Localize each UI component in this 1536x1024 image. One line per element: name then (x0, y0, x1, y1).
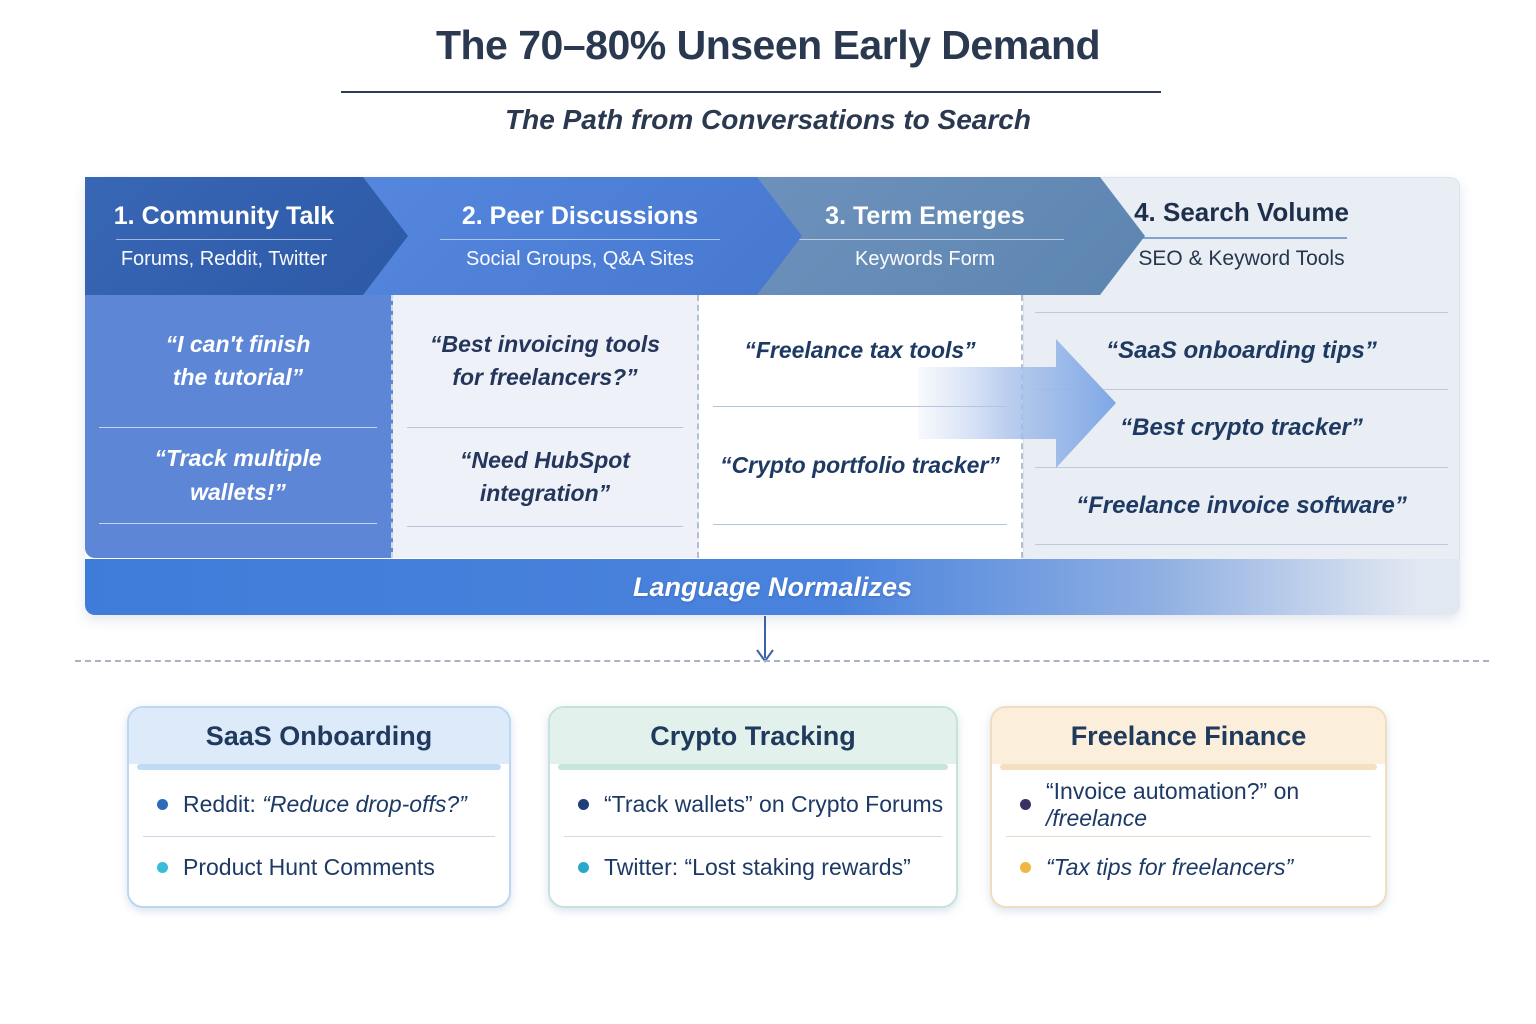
quote-best-crypto-tracker: “Best crypto tracker” (1035, 390, 1448, 468)
row-separator (1006, 835, 1371, 837)
card-freelance-stripe (1000, 764, 1377, 770)
page-title: The 70–80% Unseen Early Demand (435, 22, 1101, 68)
bullet-dot (578, 861, 589, 873)
quote-freelance-invoice-software: “Freelance invoice software” (1035, 468, 1448, 545)
quote-freelance-tax-tools: “Freelance tax tools” (713, 295, 1007, 407)
stage3-title-rule (786, 239, 1064, 240)
card-crypto-body: “Track wallets” on Crypto Forums Twitter… (550, 770, 956, 906)
list-item: “Track wallets” on Crypto Forums (550, 774, 956, 836)
quote-need-hubspot-integration: “Need HubSpot integration” (407, 428, 683, 527)
quote-saas-onboarding-tips: “SaaS onboarding tips” (1035, 313, 1448, 391)
list-item: Product Hunt Comments (129, 837, 509, 899)
quote-crypto-portfolio-tracker: “Crypto portfolio tracker” (713, 407, 1007, 525)
stage4-header: 4. Search Volume SEO & Keyword Tools (1023, 177, 1460, 271)
stage2-quotes: “Best invoicing tools for freelancers?” … (393, 295, 699, 558)
stage1-title: 1. Community Talk (113, 201, 335, 230)
quote-track-multiple-wallets: “Track multiple wallets!” (99, 428, 377, 524)
bullet-text: Reddit: “Reduce drop-offs?” (183, 791, 467, 818)
card-saas-stripe (137, 764, 501, 770)
bullet-text: Product Hunt Comments (183, 853, 435, 880)
down-arrow-icon (756, 616, 774, 663)
bullet-dot (157, 861, 168, 873)
card-saas-body: Reddit: “Reduce drop-offs?” Product Hunt… (129, 770, 509, 906)
bullet-text: “Track wallets” on Crypto Forums (604, 791, 944, 818)
language-normalizes-banner: Language Normalizes (85, 559, 1460, 615)
card-crypto-tracking: Crypto Tracking “Track wallets” on Crypt… (548, 706, 958, 908)
page-subtitle: The Path from Conversations to Search (505, 104, 1031, 135)
bullet-dot (1020, 861, 1031, 873)
card-saas-title: SaaS Onboarding (129, 708, 509, 764)
stage4-title: 4. Search Volume (1134, 197, 1349, 227)
stage4-quotes: “SaaS onboarding tips” “Best crypto trac… (1035, 312, 1448, 545)
card-freelance-finance: Freelance Finance “Invoice automation?” … (990, 706, 1387, 908)
quote-best-invoicing-tools: “Best invoicing tools for freelancers?” (407, 295, 683, 428)
card-freelance-body: “Invoice automation?” on /freelance “Tax… (992, 770, 1385, 906)
card-saas-onboarding: SaaS Onboarding Reddit: “Reduce drop-off… (127, 706, 511, 908)
banner-label: Language Normalizes (632, 571, 913, 602)
list-item: Twitter: “Lost staking rewards” (550, 837, 956, 899)
list-item: Reddit: “Reduce drop-offs?” (129, 774, 509, 836)
stage4-subtitle: SEO & Keyword Tools (1138, 247, 1345, 270)
stage2-title-rule (440, 239, 721, 240)
funnel-band: 4. Search Volume SEO & Keyword Tools “Sa… (85, 177, 1460, 615)
bullet-text: “Invoice automation?” on /freelance (1046, 777, 1300, 831)
stage4-panel: 4. Search Volume SEO & Keyword Tools “Sa… (1023, 177, 1460, 615)
quote-cant-finish-tutorial: “I can't finish the tutorial” (99, 295, 377, 428)
stage2-subtitle: Social Groups, Q&A Sites (466, 247, 694, 270)
stage1-title-rule (116, 239, 333, 240)
card-crypto-stripe (558, 764, 948, 770)
bullet-dot (578, 799, 589, 811)
list-item: “Invoice automation?” on /freelance (992, 774, 1385, 836)
dashed-divider (75, 660, 1489, 662)
bullet-dot (1020, 799, 1031, 811)
bullet-text: “Tax tips for freelancers” (1046, 853, 1294, 880)
row-separator (564, 835, 942, 837)
row-separator (143, 835, 495, 837)
stage4-title-rule (1136, 237, 1347, 239)
stage2-chevron: 2. Peer Discussions Social Groups, Q&A S… (350, 177, 802, 295)
stage3-title: 3. Term Emerges (825, 201, 1025, 230)
bullet-dot (157, 799, 168, 811)
stage1-subtitle: Forums, Reddit, Twitter (120, 247, 328, 270)
card-crypto-title: Crypto Tracking (550, 708, 956, 764)
list-item: “Tax tips for freelancers” (992, 837, 1385, 899)
stage1-chevron: 1. Community Talk Forums, Reddit, Twitte… (85, 177, 408, 295)
stage3-subtitle: Keywords Form (854, 247, 996, 270)
stage2-title: 2. Peer Discussions (461, 201, 699, 230)
stage1-quotes: “I can't finish the tutorial” “Track mul… (85, 295, 393, 558)
right-arrow-icon (918, 339, 1116, 468)
title-underline (341, 91, 1161, 93)
card-freelance-title: Freelance Finance (992, 708, 1385, 764)
bullet-text: Twitter: “Lost staking rewards” (604, 853, 911, 880)
